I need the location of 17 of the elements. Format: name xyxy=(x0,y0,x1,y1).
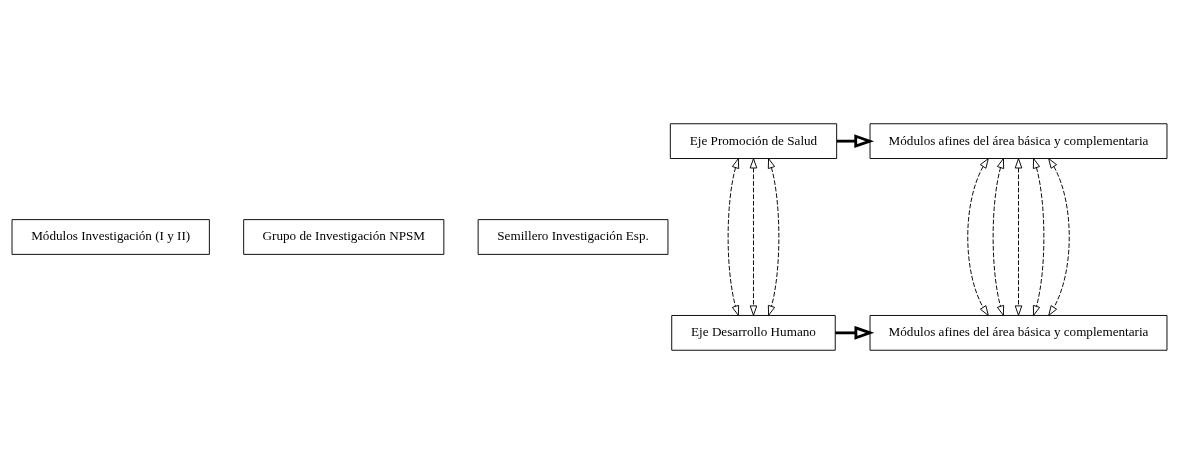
arrow xyxy=(1048,158,1070,316)
node-box: Módulos afines del área básica y complementaria xyxy=(869,315,1168,351)
node-box: Eje Promoción de Salud xyxy=(669,123,838,159)
arrow xyxy=(1014,158,1023,316)
arrow xyxy=(1032,158,1045,316)
arrow xyxy=(836,134,875,149)
arrow xyxy=(749,158,758,316)
arrow xyxy=(992,158,1005,316)
node-box: Grupo de Investigación NPSM xyxy=(243,219,445,255)
node-box: Módulos afines del área básica y complementaria xyxy=(869,123,1168,159)
arrow xyxy=(835,325,875,340)
arrow xyxy=(767,158,780,316)
node-box: Semillero Investigación Esp. xyxy=(477,219,669,255)
arrow xyxy=(727,158,740,316)
node-box: Eje Desarrollo Humano xyxy=(671,315,836,351)
node-box: Módulos Investigación (I y II) xyxy=(11,219,210,255)
arrow xyxy=(967,158,989,316)
